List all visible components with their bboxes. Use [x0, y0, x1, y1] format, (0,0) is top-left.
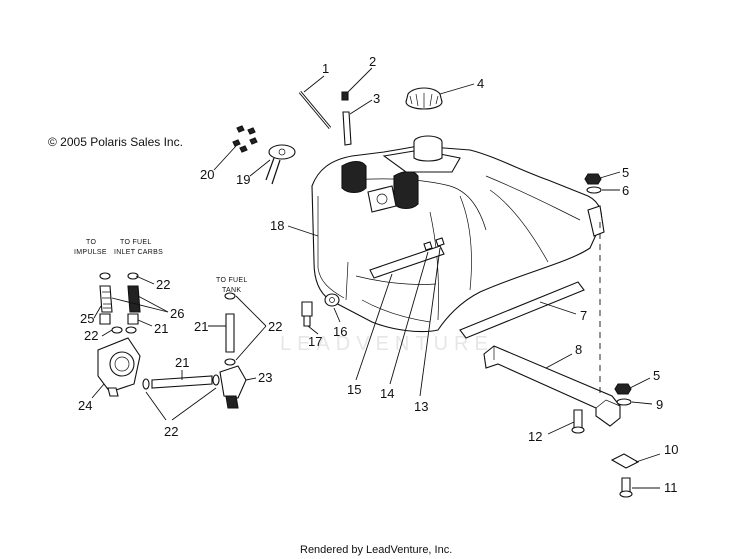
note-to-fuel-inlet-line1: TO FUEL: [120, 239, 152, 246]
footer-text: Rendered by LeadVenture, Inc.: [300, 544, 452, 556]
part-1-rod: [298, 91, 332, 129]
callout-22-left: 22: [84, 328, 98, 343]
part-12-bolt: [571, 409, 585, 434]
part-2-bolt: [341, 91, 349, 101]
callout-12: 12: [528, 429, 542, 444]
part-22-clamp-left: [142, 378, 150, 390]
part-19-fuel-sender: [265, 144, 296, 185]
callout-17: 17: [308, 334, 322, 349]
callout-19: 19: [236, 172, 250, 187]
callout-2: 2: [369, 54, 376, 69]
callout-3: 3: [373, 91, 380, 106]
callout-20: 20: [200, 167, 214, 182]
callout-11: 11: [664, 480, 678, 495]
callout-numbers: 1 2 3 4 5 6 7 8 5 9 10 11 12 13 14 15 16…: [78, 54, 678, 495]
part-16-grommet: [324, 293, 340, 307]
part-13-spacer: [435, 237, 445, 247]
note-to-fuel-tank-line1: TO FUEL: [216, 277, 248, 284]
part-9-washer: [616, 398, 632, 406]
part-6-washer: [586, 186, 602, 194]
callout-21-mid: 21: [194, 319, 208, 334]
part-5-nut-bottom: [614, 383, 632, 395]
part-22-clamp-upper: [224, 292, 236, 300]
part-22-clamp-right: [212, 374, 220, 386]
fuel-tank: [311, 135, 605, 333]
part-7-strip: [459, 281, 585, 339]
callout-21-left: 21: [154, 321, 168, 336]
callout-6: 6: [622, 183, 629, 198]
callout-25: 25: [80, 311, 94, 326]
callout-5-bottom: 5: [653, 368, 660, 383]
part-22-clamp-lower: [224, 358, 236, 366]
copyright-text: © 2005 Polaris Sales Inc.: [48, 135, 183, 149]
part-5-nut-top: [584, 173, 602, 185]
part-21-hose-vertical: [225, 313, 235, 353]
note-to-fuel-inlet-line2: INLET CARBS: [114, 249, 163, 256]
part-11-bolt: [619, 477, 633, 498]
part-15-grommet: [369, 245, 445, 279]
callout-13: 13: [414, 399, 428, 414]
note-to-impulse-line2: IMPULSE: [74, 249, 107, 256]
callout-22-bottom: 22: [164, 424, 178, 439]
callout-22-right: 22: [268, 319, 282, 334]
callout-24: 24: [78, 398, 92, 413]
leader-lines: [91, 67, 661, 489]
part-4-fuel-cap: [405, 87, 443, 110]
part-10-plate: [610, 453, 640, 469]
callout-1: 1: [322, 61, 329, 76]
part-8-mounting-bracket: [483, 345, 621, 427]
part-23-valve: [219, 365, 247, 409]
part-22-clamps-top: [99, 272, 139, 280]
part-20-screws: [232, 125, 258, 153]
callout-15: 15: [347, 382, 361, 397]
callout-21-lower: 21: [175, 355, 189, 370]
callout-10: 10: [664, 442, 678, 457]
callout-16: 16: [333, 324, 347, 339]
part-21-hose-horizontal: [151, 375, 213, 389]
callout-9: 9: [656, 397, 663, 412]
part-22-clamps-mid: [111, 326, 137, 334]
callout-7: 7: [580, 308, 587, 323]
part-14-spacer: [423, 241, 433, 251]
part-3-pin: [342, 111, 352, 146]
callout-26: 26: [170, 306, 184, 321]
callout-4: 4: [477, 76, 484, 91]
note-to-fuel-tank-line2: TANK: [222, 287, 241, 294]
callout-23: 23: [258, 370, 272, 385]
part-21-short-hoses: [99, 313, 139, 325]
callout-14: 14: [380, 386, 394, 401]
part-17-fitting: [301, 301, 313, 327]
part-26-hoses: [99, 285, 141, 313]
part-24-fuel-valve: [97, 337, 141, 397]
callout-5-top: 5: [622, 165, 629, 180]
callout-22-top: 22: [156, 277, 170, 292]
callout-18: 18: [270, 218, 284, 233]
note-to-impulse-line1: TO: [86, 239, 96, 246]
callout-8: 8: [575, 342, 582, 357]
watermark-text: LEADVENTURE: [280, 333, 494, 355]
